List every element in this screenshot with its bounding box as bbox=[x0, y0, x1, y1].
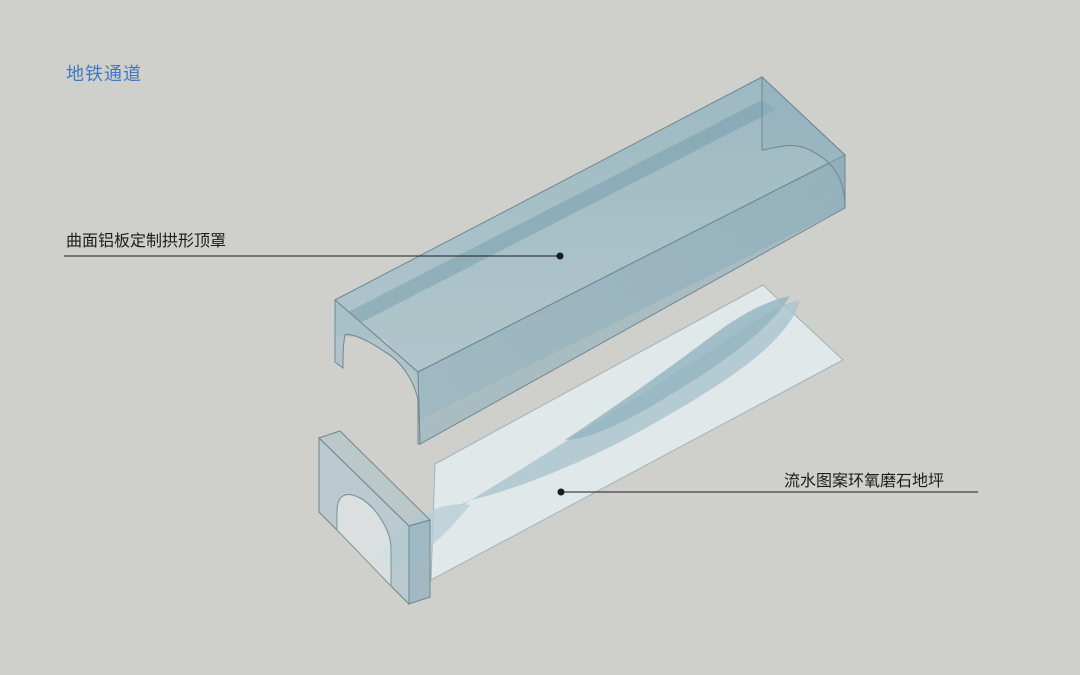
ceiling-callout bbox=[64, 252, 564, 260]
portal-frame bbox=[318, 430, 431, 606]
floor-slab bbox=[375, 284, 844, 581]
floor-label: 流水图案环氧磨石地坪 bbox=[784, 471, 945, 490]
canopy-near-end bbox=[334, 298, 421, 445]
portal-opening bbox=[336, 494, 392, 588]
floor-leader-dot bbox=[557, 488, 565, 496]
ceiling-label: 曲面铝板定制拱形顶罩 bbox=[66, 231, 227, 250]
arched-ceiling-canopy bbox=[334, 75, 846, 445]
floor-callout bbox=[557, 488, 978, 496]
canopy-far-end bbox=[761, 75, 846, 209]
canopy-inner-strip bbox=[348, 100, 775, 322]
ceiling-leader-dot bbox=[556, 252, 564, 260]
canopy-inner-surface bbox=[335, 77, 845, 420]
floor-water-pattern-deep bbox=[565, 296, 790, 440]
diagram-title: 地铁通道 bbox=[66, 64, 142, 85]
portal-side-face bbox=[408, 519, 431, 605]
